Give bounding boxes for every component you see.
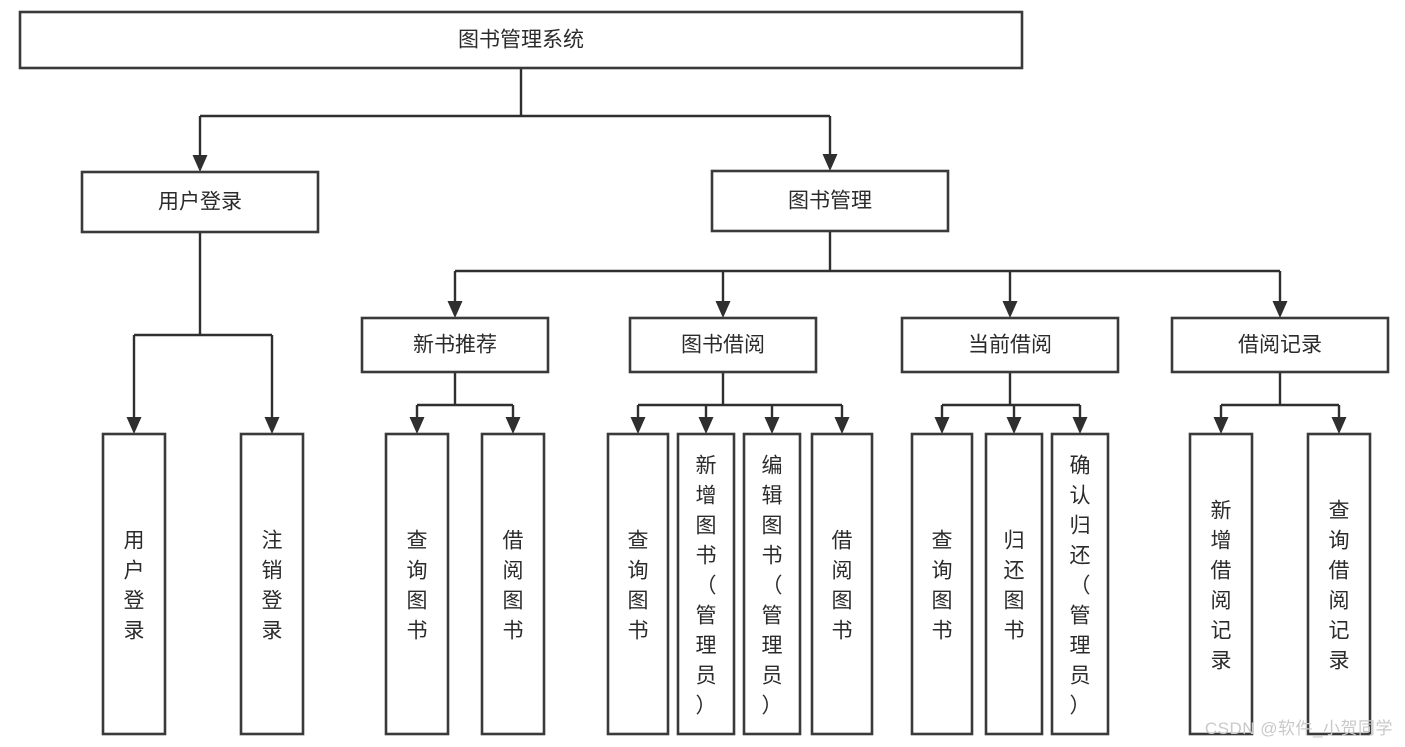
node-leaf-add-record[interactable]: 新增借阅记录 <box>1188 432 1254 736</box>
node-leaf-confirm-return-box[interactable] <box>1050 432 1110 736</box>
node-book-borrow-label: 图书借阅 <box>681 334 765 357</box>
node-leaf-borrow-book-2[interactable]: 借阅图书 <box>810 432 874 736</box>
arrow-head-icon <box>822 154 838 171</box>
node-leaf-borrow-book-1[interactable]: 借阅图书 <box>480 432 546 736</box>
node-leaf-edit-book-box[interactable] <box>742 432 802 736</box>
node-leaf-query-book-3[interactable]: 查询图书 <box>910 432 974 736</box>
arrow-head-icon <box>764 417 780 434</box>
arrow-head-icon <box>126 417 142 434</box>
node-book-manage-label: 图书管理 <box>788 190 872 213</box>
node-root-system-box[interactable] <box>18 10 1024 70</box>
node-leaf-edit-book-label: 编辑图书（管理员） <box>762 454 783 717</box>
node-leaf-borrow-book-2-box[interactable] <box>810 432 874 736</box>
node-leaf-query-book-1[interactable]: 查询图书 <box>384 432 450 736</box>
node-leaf-query-book-2-box[interactable] <box>606 432 670 736</box>
node-leaf-add-record-box[interactable] <box>1188 432 1254 736</box>
arrow-head-icon <box>409 417 425 434</box>
node-leaf-query-record[interactable]: 查询借阅记录 <box>1306 432 1372 736</box>
node-borrow-record[interactable]: 借阅记录 <box>1170 316 1390 374</box>
node-leaf-query-record-box[interactable] <box>1306 432 1372 736</box>
node-leaf-user-logout-label: 注销登录 <box>262 529 283 642</box>
node-borrow-record-label: 借阅记录 <box>1238 334 1322 357</box>
node-user-login[interactable]: 用户登录 <box>80 170 320 234</box>
node-leaf-query-book-2[interactable]: 查询图书 <box>606 432 670 736</box>
node-leaf-confirm-return-label: 确认归还（管理员） <box>1070 454 1091 717</box>
arrow-head-icon <box>447 301 463 318</box>
node-leaf-borrow-book-1-label: 借阅图书 <box>503 529 524 642</box>
node-leaf-return-book[interactable]: 归还图书 <box>984 432 1044 736</box>
arrow-head-icon <box>1002 301 1018 318</box>
node-leaf-user-login-label: 用户登录 <box>124 529 145 642</box>
node-layer: 图书管理系统用户登录图书管理新书推荐图书借阅当前借阅借阅记录用户登录注销登录查询… <box>18 10 1390 736</box>
node-leaf-query-book-1-label: 查询图书 <box>407 529 428 642</box>
node-leaf-query-book-2-label: 查询图书 <box>628 529 649 642</box>
node-current-borrow-label: 当前借阅 <box>968 334 1052 357</box>
node-leaf-query-book-3-box[interactable] <box>910 432 974 736</box>
arrow-head-icon <box>934 417 950 434</box>
node-leaf-query-book-3-label: 查询图书 <box>932 529 953 642</box>
node-current-borrow-box[interactable] <box>900 316 1120 374</box>
node-leaf-user-logout[interactable]: 注销登录 <box>239 432 305 736</box>
node-new-book-recommend-box[interactable] <box>360 316 550 374</box>
arrow-head-icon <box>505 417 521 434</box>
node-leaf-edit-book[interactable]: 编辑图书（管理员） <box>742 432 802 736</box>
node-leaf-return-book-box[interactable] <box>984 432 1044 736</box>
node-leaf-borrow-book-1-box[interactable] <box>480 432 546 736</box>
arrow-head-icon <box>1072 417 1088 434</box>
node-leaf-add-book-box[interactable] <box>676 432 736 736</box>
node-leaf-query-record-label: 查询借阅记录 <box>1329 499 1350 672</box>
node-leaf-add-book[interactable]: 新增图书（管理员） <box>676 432 736 736</box>
arrow-head-icon <box>1213 417 1229 434</box>
arrow-head-icon <box>1006 417 1022 434</box>
node-new-book-recommend[interactable]: 新书推荐 <box>360 316 550 374</box>
node-leaf-user-login[interactable]: 用户登录 <box>101 432 167 736</box>
node-new-book-recommend-label: 新书推荐 <box>413 334 497 357</box>
arrow-head-icon <box>192 155 208 172</box>
node-current-borrow[interactable]: 当前借阅 <box>900 316 1120 374</box>
node-leaf-return-book-label: 归还图书 <box>1004 529 1025 642</box>
node-leaf-query-book-1-box[interactable] <box>384 432 450 736</box>
arrow-head-icon <box>1331 417 1347 434</box>
node-user-login-label: 用户登录 <box>158 191 242 214</box>
connector-layer <box>126 68 1347 434</box>
node-book-manage-box[interactable] <box>710 169 950 233</box>
node-root-system-label: 图书管理系统 <box>458 29 584 52</box>
node-book-borrow-box[interactable] <box>628 316 818 374</box>
arrow-head-icon <box>698 417 714 434</box>
node-leaf-add-record-label: 新增借阅记录 <box>1211 499 1232 672</box>
arrow-head-icon <box>1272 301 1288 318</box>
arrow-head-icon <box>715 301 731 318</box>
node-user-login-box[interactable] <box>80 170 320 234</box>
node-leaf-confirm-return[interactable]: 确认归还（管理员） <box>1050 432 1110 736</box>
node-leaf-user-logout-box[interactable] <box>239 432 305 736</box>
node-leaf-borrow-book-2-label: 借阅图书 <box>832 529 853 642</box>
arrow-head-icon <box>264 417 280 434</box>
arrow-head-icon <box>630 417 646 434</box>
node-leaf-add-book-label: 新增图书（管理员） <box>696 454 717 717</box>
arrow-head-icon <box>834 417 850 434</box>
node-borrow-record-box[interactable] <box>1170 316 1390 374</box>
node-book-manage[interactable]: 图书管理 <box>710 169 950 233</box>
node-book-borrow[interactable]: 图书借阅 <box>628 316 818 374</box>
node-leaf-user-login-box[interactable] <box>101 432 167 736</box>
node-root-system[interactable]: 图书管理系统 <box>18 10 1024 70</box>
